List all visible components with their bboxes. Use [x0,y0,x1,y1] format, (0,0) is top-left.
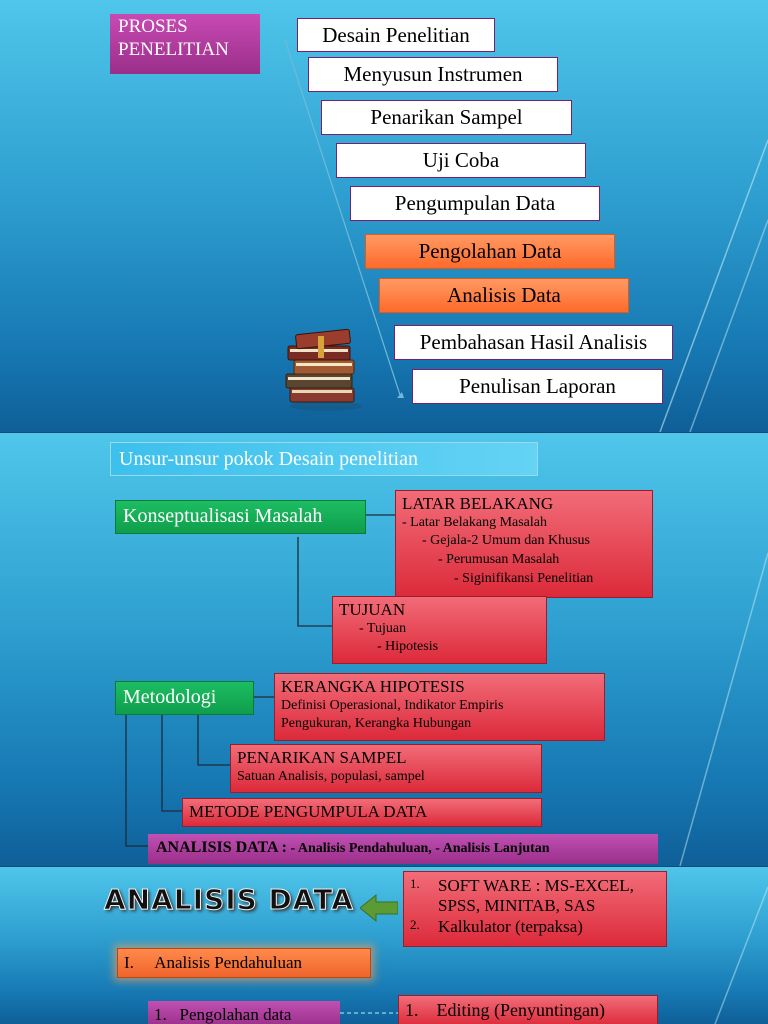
konseptualisasi-label: Konseptualisasi Masalah [123,505,323,527]
latar-belakang-title: LATAR BELAKANG [402,494,554,513]
kerangka-title: KERANGKA HIPOTESIS [281,677,465,696]
slide-proses-penelitian: PROSES PENELITIAN Desain Penelitian Meny… [0,0,768,432]
step-pembahasan-hasil: Pembahasan Hasil Analisis [394,325,673,360]
books-stack-icon [285,328,362,411]
metode-pengumpulan-box: METODE PENGUMPULA DATA [182,798,542,827]
step-label: Menyusun Instrumen [343,62,523,86]
slide3-decor [340,886,768,1024]
software-text: Kalkulator (terpaksa) [438,916,583,936]
penarikan-item: Satuan Analisis, populasi, sampel [237,768,425,784]
step-label: Penarikan Sampel [370,105,523,129]
slide-desain-penelitian: Unsur-unsur pokok Desain penelitian Kons… [0,433,768,866]
latar-item: - Latar Belakang Masalah [402,514,547,530]
tujuan-item: - Tujuan [359,620,407,636]
step-uji-coba: Uji Coba [336,143,586,178]
software-text: SOFT WARE : MS-EXCEL, [438,876,634,895]
flow-arrow-line [284,39,401,396]
pendahuluan-label: I. Analisis Pendahuluan [124,953,303,972]
latar-item: - Gejala-2 Umum dan Khusus [422,533,590,549]
flow-arrow-head [397,392,404,398]
analisis-data-bar: ANALISIS DATA : - Analisis Pendahuluan, … [148,834,658,864]
step-label: Desain Penelitian [322,23,470,47]
step-pengolahan-data: Pengolahan Data [365,234,615,269]
tujuan-title: TUJUAN [339,600,406,619]
penarikan-sampel-box: PENARIKAN SAMPEL Satuan Analisis, popula… [230,744,542,793]
kerangka-hipotesis-box: KERANGKA HIPOTESIS Definisi Operasional,… [274,673,605,741]
step-label: Penulisan Laporan [459,374,616,398]
step-desain-penelitian: Desain Penelitian [297,18,495,52]
metode-title: METODE PENGUMPULA DATA [189,802,428,821]
analisis-rest: - Analisis Pendahuluan, - Analisis Lanju… [287,841,550,856]
slide2-title: Unsur-unsur pokok Desain penelitian [110,442,538,476]
editing-box: 1. Editing (Penyuntingan) [398,995,658,1024]
slide2-title-text: Unsur-unsur pokok Desain penelitian [119,448,418,470]
left-arrow-icon [360,893,398,923]
analisis-data-heading: ANALISIS DATA [104,883,354,917]
pengolahan-data-box: 1. Pengolahan data [148,1001,340,1024]
step-penulisan-laporan: Penulisan Laporan [412,369,663,404]
step-label: Analisis Data [447,283,561,307]
software-num: 2. [410,916,420,932]
software-text-2: SPSS, MINITAB, SAS [438,896,596,916]
latar-belakang-box: LATAR BELAKANG - Latar Belakang Masalah … [395,490,653,598]
metodologi-label: Metodologi [123,686,217,708]
konseptualisasi-masalah-box: Konseptualisasi Masalah [115,500,366,534]
software-row: 2. Kalkulator (terpaksa) [410,917,660,937]
step-penarikan-sampel: Penarikan Sampel [321,100,572,135]
step-label: Pengolahan Data [418,239,562,263]
pengolahan-label: 1. Pengolahan data [154,1005,292,1024]
analisis-pendahuluan-box: I. Analisis Pendahuluan [117,948,371,978]
slide2-connectors [125,514,768,866]
latar-item: - Perumusan Masalah [438,552,560,568]
step-pengumpulan-data: Pengumpulan Data [350,186,600,221]
penarikan-title: PENARIKAN SAMPEL [237,748,407,767]
step-label: Pengumpulan Data [394,191,556,215]
step-analisis-data: Analisis Data [379,278,629,313]
analisis-label: ANALISIS DATA : [156,839,287,856]
kerangka-item: Pengukuran, Kerangka Hubungan [281,716,472,732]
kerangka-item: Definisi Operasional, Indikator Empiris [281,697,504,713]
software-row: 1. SOFT WARE : MS-EXCEL, [410,876,660,896]
step-label: Uji Coba [422,148,500,172]
metodologi-box: Metodologi [115,681,254,715]
tujuan-item: - Hipotesis [377,639,439,655]
tujuan-box: TUJUAN - Tujuan - Hipotesis [332,596,547,664]
proses-penelitian-box: PROSES PENELITIAN [110,14,260,74]
step-menyusun-instrumen: Menyusun Instrumen [308,57,558,92]
step-label: Pembahasan Hasil Analisis [419,330,648,354]
slide1-decor [284,39,768,432]
latar-item: - Siginifikansi Penelitian [454,571,594,587]
software-num: 1. [410,876,420,891]
proses-penelitian-label: PROSES PENELITIAN [118,16,229,60]
slide-analisis-data: ANALISIS DATA 1. SOFT WARE : MS-EXCEL, SP… [0,867,768,1024]
software-box: 1. SOFT WARE : MS-EXCEL, SPSS, MINITAB, S… [403,871,667,947]
editing-label: 1. Editing (Penyuntingan) [405,1000,605,1020]
